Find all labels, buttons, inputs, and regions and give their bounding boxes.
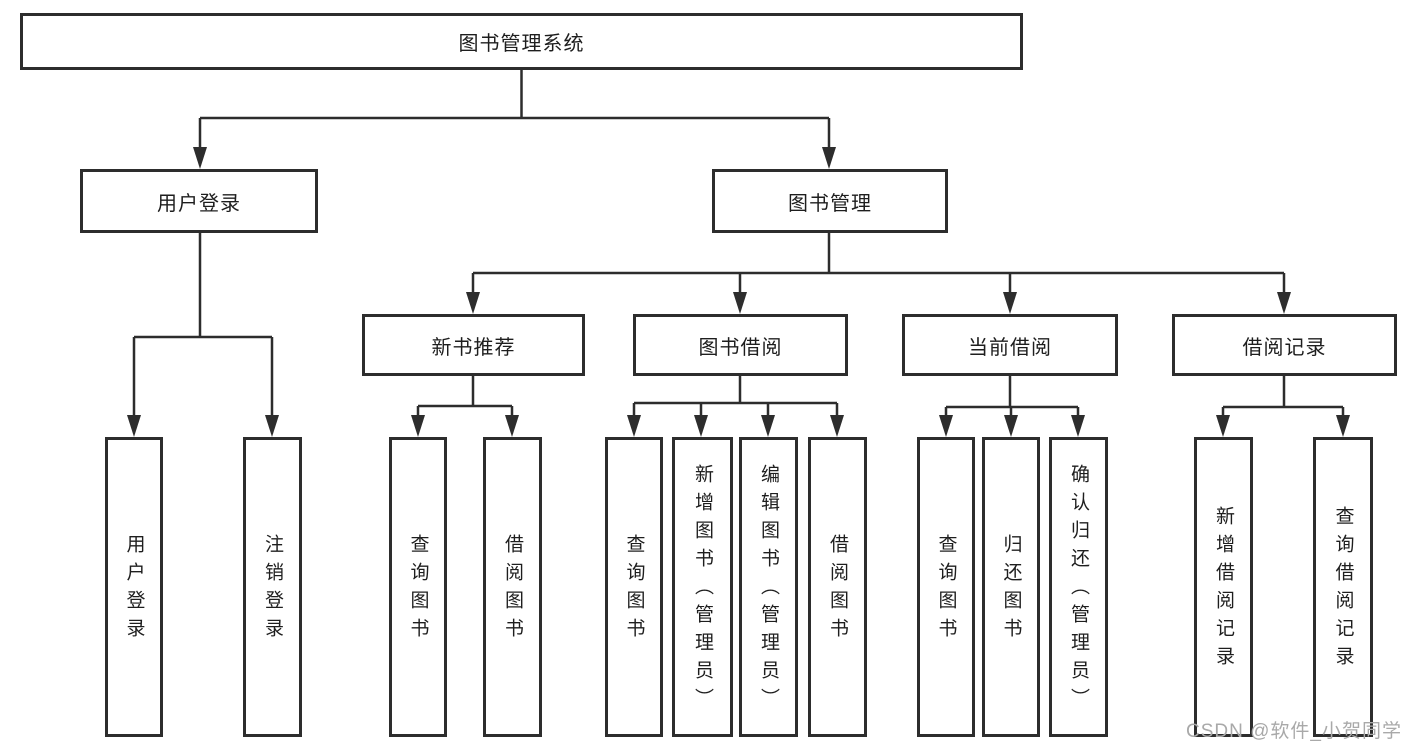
node-new-book-recommend: 新书推荐	[362, 314, 585, 376]
connector-borrow-record-children	[1216, 376, 1350, 437]
leaf-current-return-books: 归还图书	[982, 437, 1040, 737]
connector-root-to-level2	[193, 70, 836, 169]
leaf-record-add-borrow-record: 新增借阅记录	[1194, 437, 1253, 737]
leaf-logout: 注销登录	[243, 437, 302, 737]
leaf-borrow-query-books: 查询图书	[605, 437, 663, 737]
leaf-newbook-borrow-books: 借阅图书	[483, 437, 542, 737]
leaf-borrow-edit-books-admin: 编辑图书（管理员）	[739, 437, 798, 737]
node-borrow-record: 借阅记录	[1172, 314, 1397, 376]
leaf-current-confirm-return-admin: 确认归还（管理员）	[1049, 437, 1108, 737]
node-root-system: 图书管理系统	[20, 13, 1023, 70]
node-book-borrow: 图书借阅	[633, 314, 848, 376]
connector-user-login-children	[127, 233, 279, 437]
leaf-borrow-borrow-books: 借阅图书	[808, 437, 867, 737]
node-current-borrow: 当前借阅	[902, 314, 1118, 376]
leaf-newbook-query-books: 查询图书	[389, 437, 447, 737]
connector-book-borrow-children	[627, 376, 844, 437]
connector-book-mgmt-to-level3	[466, 233, 1291, 314]
leaf-current-query-books: 查询图书	[917, 437, 975, 737]
leaf-borrow-add-books-admin: 新增图书（管理员）	[672, 437, 733, 737]
connector-current-borrow-children	[939, 376, 1085, 437]
csdn-watermark: CSDN @软件_小贺同学	[1186, 721, 1402, 742]
node-user-login: 用户登录	[80, 169, 318, 233]
leaf-record-query-borrow-record: 查询借阅记录	[1313, 437, 1373, 737]
connector-new-book-children	[411, 376, 519, 437]
node-book-management: 图书管理	[712, 169, 948, 233]
leaf-user-login: 用户登录	[105, 437, 163, 737]
